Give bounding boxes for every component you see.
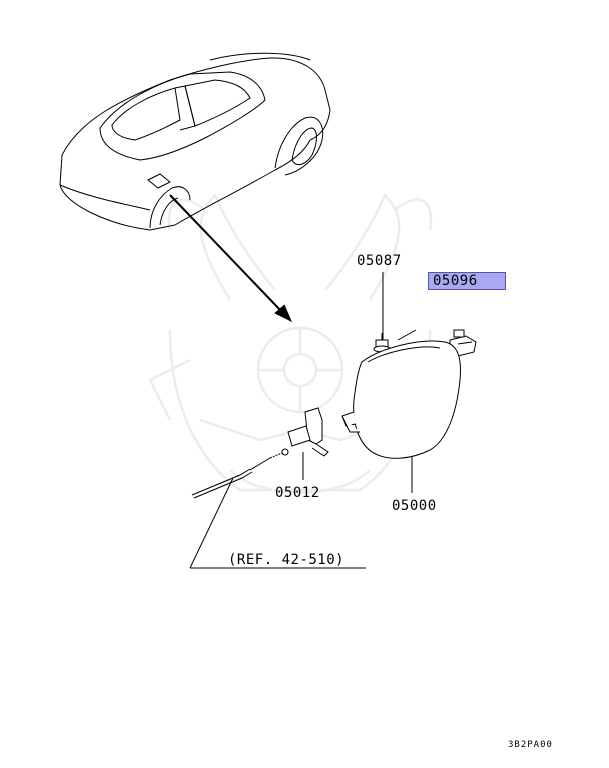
callout-05012[interactable]: 05012: [275, 485, 320, 501]
lock-assembly-05012: [287, 407, 329, 457]
car-illustration: [59, 52, 331, 231]
callout-05087[interactable]: 05087: [357, 253, 402, 269]
callout-05096-highlighted[interactable]: 05096: [428, 272, 506, 290]
leader-lines: [189, 272, 417, 569]
reference-note[interactable]: (REF. 42-510): [228, 552, 345, 568]
fuel-filler-door-05000: [341, 340, 461, 459]
callout-05000[interactable]: 05000: [392, 498, 437, 514]
diagram-code: 3B2PA00: [508, 740, 553, 750]
release-cable: [191, 448, 289, 499]
location-arrow: [169, 194, 292, 323]
